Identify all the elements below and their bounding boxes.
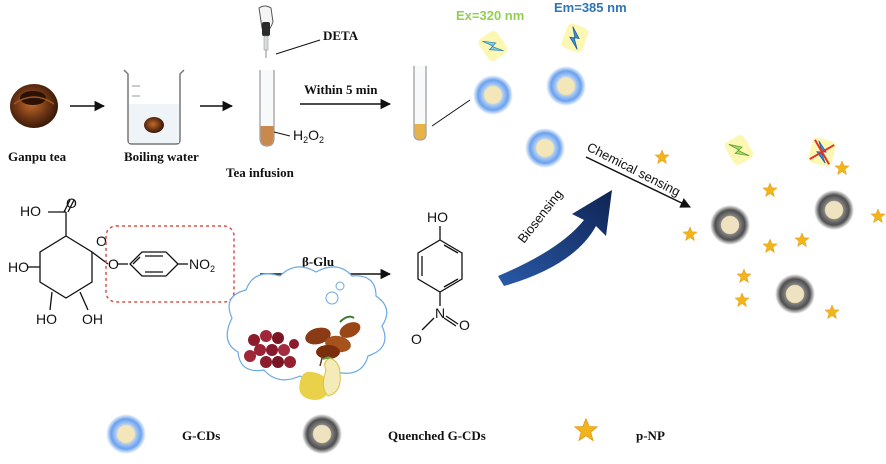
boiling-water-label: Boiling water [124, 149, 199, 164]
legend-p-np-label: p-NP [636, 428, 665, 443]
legend-quenched-label: Quenched G-CDs [388, 428, 486, 443]
ganpu-tea-icon [10, 84, 58, 128]
em-label: Em=385 nm [554, 0, 627, 15]
legend-quenched-swatch [301, 413, 343, 455]
legend-g-cds-label: G-CDs [182, 428, 220, 443]
beaker-icon [123, 69, 185, 145]
p-np-stars [654, 149, 886, 319]
deta-label: DETA [323, 28, 359, 43]
excitation-bolt-icon-2 [724, 135, 754, 165]
jujube-icon [305, 315, 361, 359]
aglycone-highlight-box [105, 225, 235, 303]
quenched-g-cd-dot [813, 189, 855, 231]
tube-pointer [431, 99, 471, 127]
pnp-o2-label: O [411, 331, 422, 347]
chemical-sensing-label: Chemical sensing [585, 139, 683, 199]
legend-g-cds-swatch [105, 413, 147, 455]
ring-o-label: O [96, 233, 107, 249]
p-nitrophenol-structure [417, 226, 463, 331]
glucoside-phenyl-ring [129, 251, 188, 277]
acid-ho-label: HO [20, 203, 41, 219]
tea-infusion-tube-icon [259, 70, 275, 147]
acid-o-label: O [66, 195, 77, 211]
ganpu-tea-label: Ganpu tea [8, 149, 67, 164]
g-cd-dot [472, 74, 514, 116]
pnp-ho-label: HO [427, 209, 448, 225]
link-o-label: O [108, 256, 119, 272]
h2o2-pointer [273, 131, 291, 137]
chemical-sensing-label-group: Chemical sensing [585, 139, 683, 199]
quenched-g-cd-dot [709, 204, 751, 246]
biosensing-arrow [498, 190, 612, 286]
deta-pointer [275, 39, 321, 55]
dropper-icon [258, 5, 274, 58]
legend-p-np-swatch [574, 418, 598, 441]
g-cd-dot [545, 65, 587, 107]
ex-label: Ex=320 nm [456, 8, 524, 23]
ho-c4-label: HO [8, 259, 29, 275]
g-cd-dot [524, 127, 566, 169]
grapes-icon [244, 330, 299, 368]
pnp-o1-label: O [459, 317, 470, 333]
biosensing-label: Biosensing [515, 186, 566, 245]
h2o2-label: H2O2 [293, 127, 324, 145]
biosensing-label-group: Biosensing [515, 186, 566, 245]
emission-bolt-icon [561, 23, 589, 53]
within-5-min-label: Within 5 min [304, 82, 378, 97]
pear-icon [299, 356, 341, 400]
tea-infusion-label: Tea infusion [226, 165, 295, 180]
no2-label: NO2 [189, 256, 215, 274]
ho-c3-label: HO [36, 311, 57, 327]
quenched-g-cd-dot [774, 273, 816, 315]
pnp-n-label: N [435, 305, 445, 321]
excitation-bolt-icon [478, 31, 508, 61]
chemical-sensing-arrow [585, 156, 691, 208]
blocked-emission-icon [808, 137, 836, 167]
enzyme-label: β-Glu [302, 254, 334, 269]
oh-c2-label: OH [82, 311, 103, 327]
glucoside-structure [28, 199, 128, 311]
fruit-samples-cloud [226, 266, 388, 400]
g-cds-tube-icon [413, 66, 427, 141]
